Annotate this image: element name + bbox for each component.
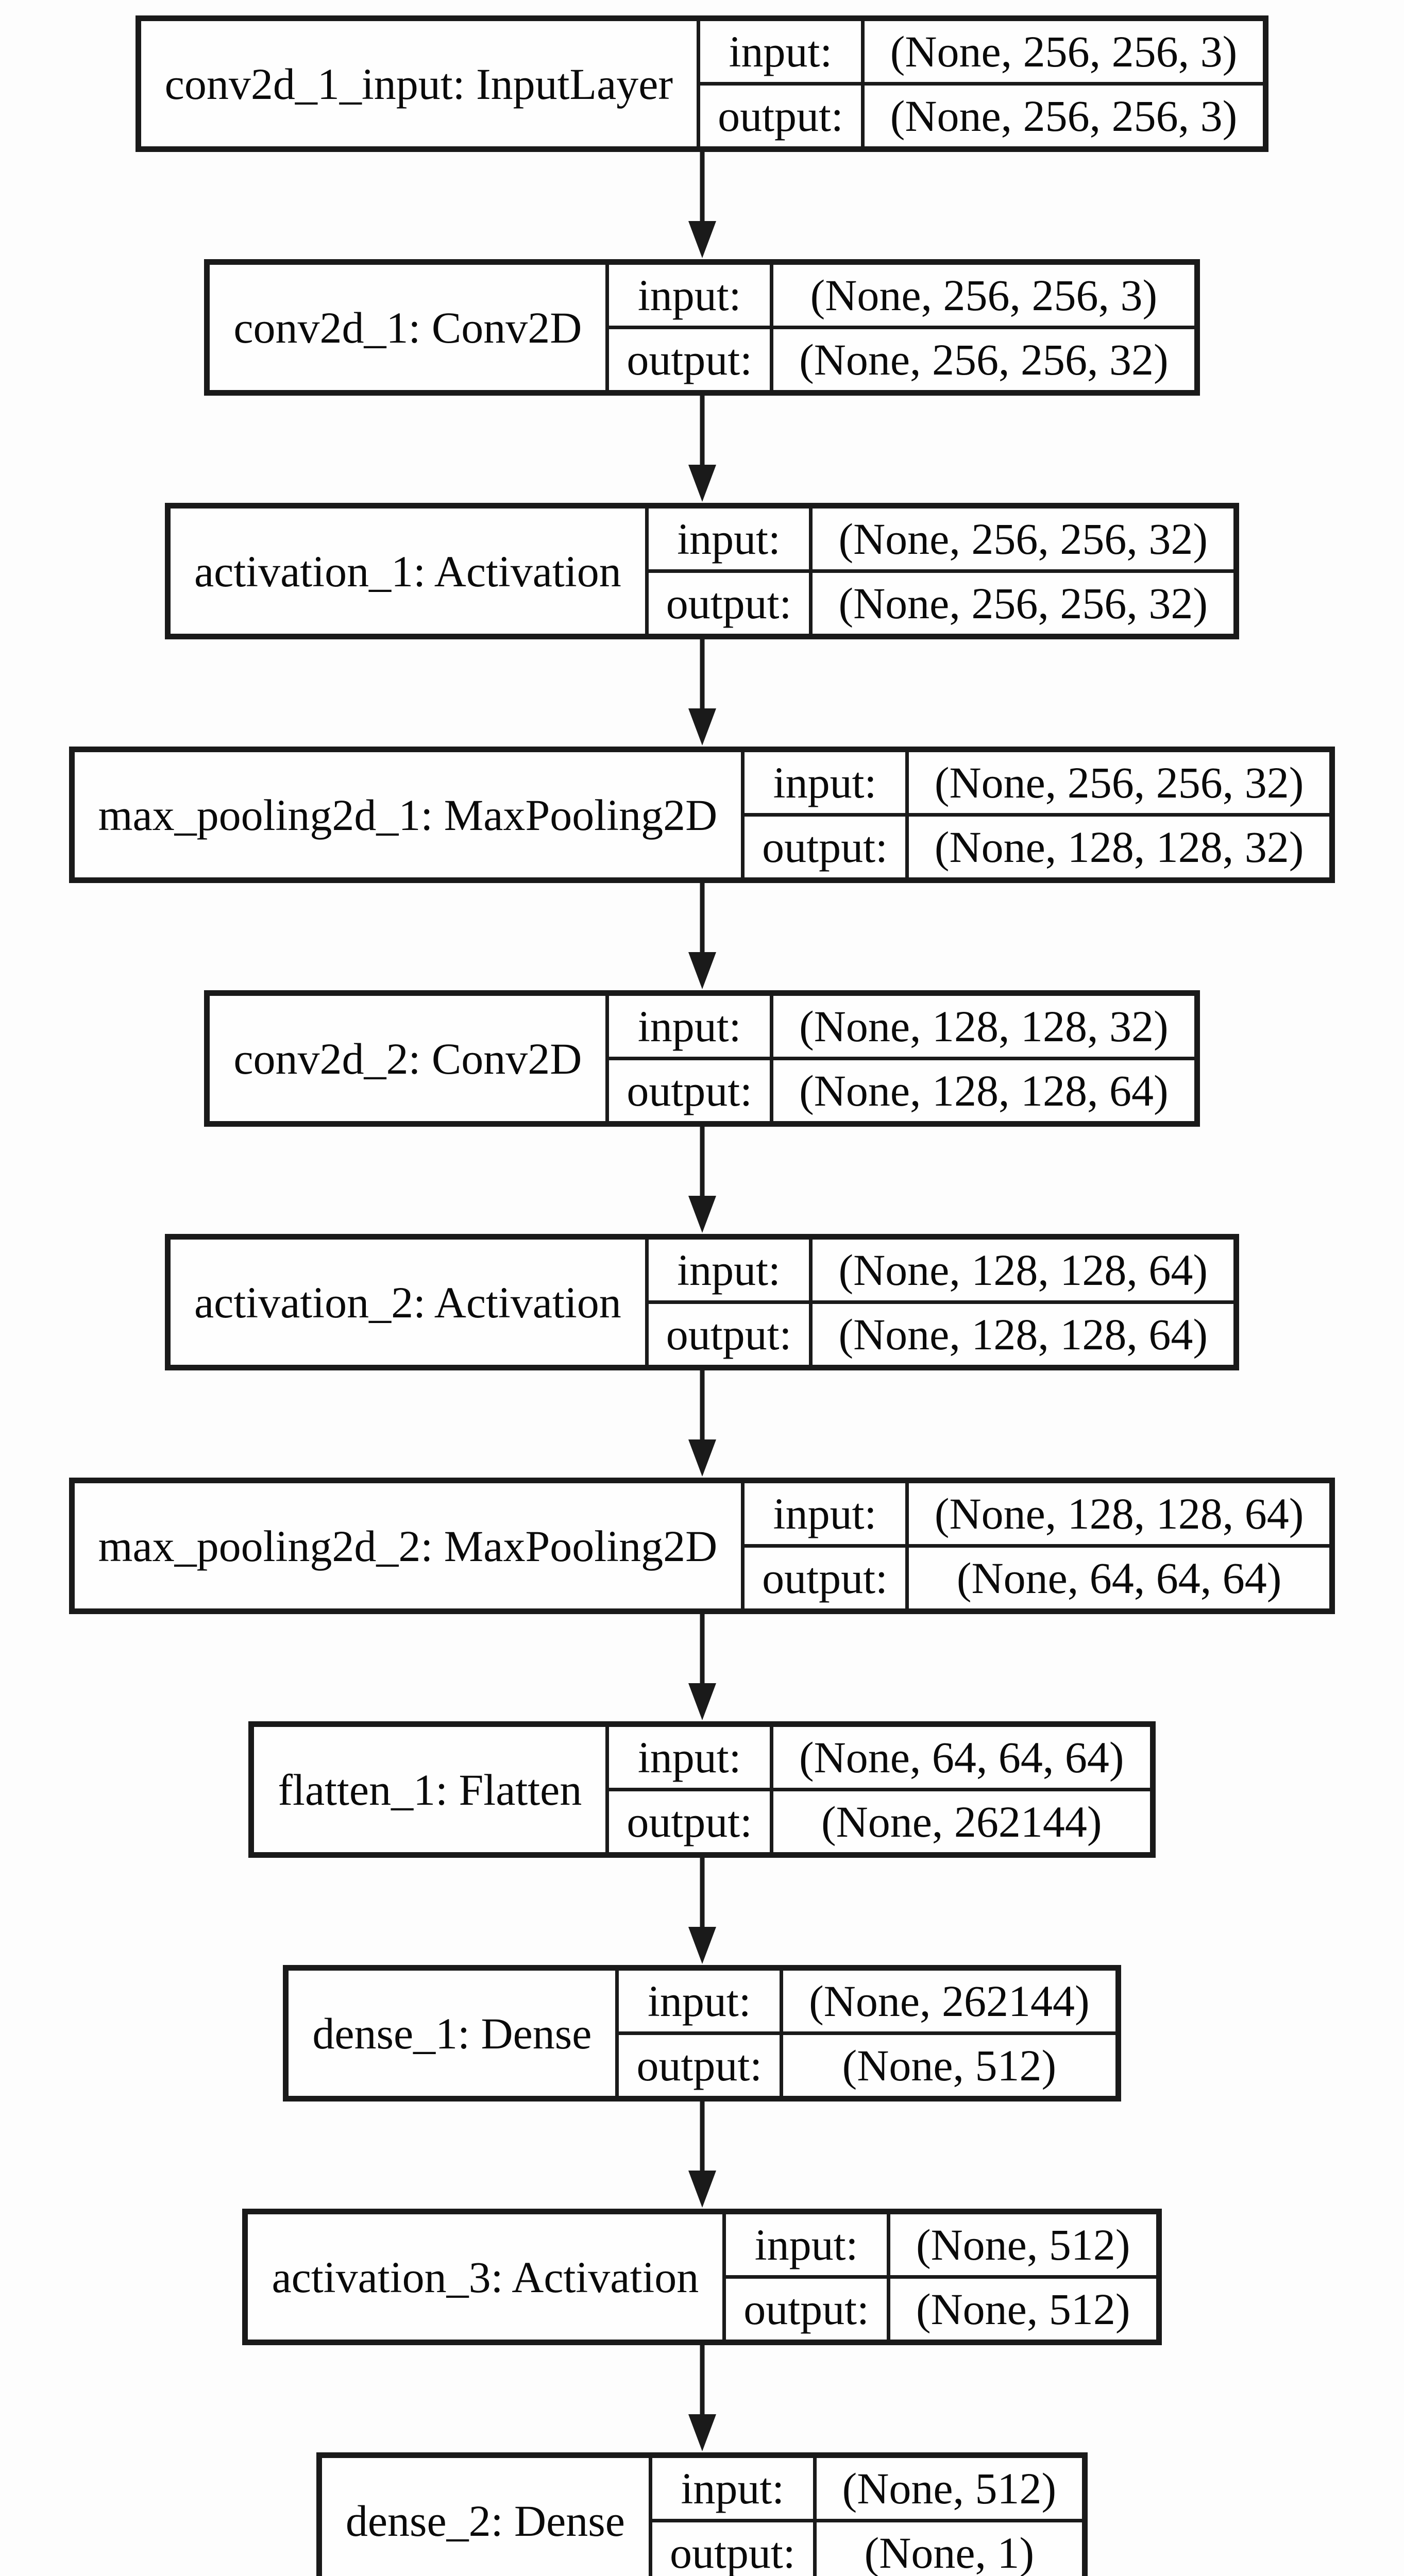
layer-input-row: activation_1: Activation input: (None, 2… bbox=[165, 504, 1238, 638]
output-shape: (None, 128, 128, 64) bbox=[770, 1057, 1199, 1126]
layer-name: conv2d_2: Conv2D bbox=[205, 991, 610, 1126]
flow-arrow-icon bbox=[688, 2102, 716, 2208]
layer-node: conv2d_1: Conv2D input: (None, 256, 256,… bbox=[204, 259, 1200, 396]
layer-node: activation_2: Activation input: (None, 1… bbox=[164, 1234, 1239, 1370]
layer-input-row: conv2d_1_input: InputLayer input: (None,… bbox=[136, 16, 1268, 151]
layer-output-row: output: (None, 1) bbox=[319, 2519, 1087, 2576]
input-label: input: bbox=[722, 2210, 890, 2279]
layer-input-row: activation_2: Activation input: (None, 1… bbox=[165, 1235, 1238, 1369]
output-label: output: bbox=[615, 2031, 784, 2100]
input-shape: (None, 128, 128, 64) bbox=[905, 1479, 1334, 1548]
layer-node: activation_1: Activation input: (None, 2… bbox=[164, 503, 1239, 639]
flow-arrow-icon bbox=[688, 1370, 716, 1477]
layer-output-row: output: (None, 128, 128, 64) bbox=[207, 1057, 1199, 1126]
output-shape: (None, 512) bbox=[780, 2031, 1120, 2100]
input-shape: (None, 128, 128, 32) bbox=[770, 991, 1199, 1060]
layer-input-row: max_pooling2d_2: MaxPooling2D input: (No… bbox=[70, 1479, 1334, 1613]
layer-name: dense_1: Dense bbox=[284, 1966, 619, 2100]
layer-output-row: output: (None, 128, 128, 32) bbox=[72, 813, 1334, 882]
layer-name: conv2d_1: Conv2D bbox=[205, 260, 610, 395]
output-label: output: bbox=[645, 569, 813, 638]
input-label: input: bbox=[605, 991, 774, 1060]
layer-output-row: output: (None, 262144) bbox=[251, 1788, 1155, 1857]
layer-output-row: output: (None, 256, 256, 3) bbox=[138, 82, 1268, 151]
layer-node: max_pooling2d_1: MaxPooling2D input: (No… bbox=[69, 747, 1335, 883]
layer-name: max_pooling2d_2: MaxPooling2D bbox=[70, 1479, 745, 1613]
flow-arrow-icon bbox=[688, 2345, 716, 2451]
flow-arrow-icon bbox=[688, 152, 716, 258]
flow-arrow-icon bbox=[688, 639, 716, 745]
output-shape: (None, 1) bbox=[813, 2519, 1087, 2576]
layer-output-row: output: (None, 512) bbox=[286, 2031, 1120, 2100]
output-shape: (None, 262144) bbox=[770, 1788, 1155, 1857]
layer-name: dense_2: Dense bbox=[317, 2453, 652, 2576]
output-shape: (None, 256, 256, 3) bbox=[860, 82, 1268, 151]
output-shape: (None, 128, 128, 32) bbox=[905, 813, 1334, 882]
layer-input-row: dense_1: Dense input: (None, 262144) bbox=[284, 1966, 1120, 2100]
output-label: output: bbox=[605, 1788, 774, 1857]
layer-name: conv2d_1_input: InputLayer bbox=[136, 16, 701, 151]
input-label: input: bbox=[645, 1235, 813, 1304]
input-label: input: bbox=[741, 1479, 909, 1548]
layer-name: flatten_1: Flatten bbox=[249, 1722, 610, 1857]
input-shape: (None, 512) bbox=[886, 2210, 1161, 2279]
input-label: input: bbox=[648, 2453, 817, 2522]
output-shape: (None, 256, 256, 32) bbox=[809, 569, 1238, 638]
input-label: input: bbox=[615, 1966, 784, 2035]
layer-input-row: max_pooling2d_1: MaxPooling2D input: (No… bbox=[70, 748, 1334, 882]
flow-arrow-icon bbox=[688, 883, 716, 989]
layer-node: max_pooling2d_2: MaxPooling2D input: (No… bbox=[69, 1478, 1335, 1614]
flow-arrow-icon bbox=[688, 1614, 716, 1720]
layer-input-row: conv2d_2: Conv2D input: (None, 128, 128,… bbox=[205, 991, 1199, 1126]
layer-output-row: output: (None, 512) bbox=[245, 2275, 1161, 2344]
input-shape: (None, 262144) bbox=[780, 1966, 1120, 2035]
layer-output-row: output: (None, 64, 64, 64) bbox=[72, 1544, 1334, 1613]
layer-name: max_pooling2d_1: MaxPooling2D bbox=[70, 748, 745, 882]
output-label: output: bbox=[648, 2519, 817, 2576]
layer-node: conv2d_2: Conv2D input: (None, 128, 128,… bbox=[204, 990, 1200, 1127]
output-label: output: bbox=[741, 1544, 909, 1613]
output-shape: (None, 128, 128, 64) bbox=[809, 1300, 1238, 1369]
input-shape: (None, 256, 256, 3) bbox=[770, 260, 1199, 329]
layer-input-row: dense_2: Dense input: (None, 512) bbox=[317, 2453, 1087, 2576]
output-label: output: bbox=[605, 1057, 774, 1126]
layer-node: activation_3: Activation input: (None, 5… bbox=[242, 2209, 1162, 2345]
input-shape: (None, 128, 128, 64) bbox=[809, 1235, 1238, 1304]
layer-node: dense_1: Dense input: (None, 262144) out… bbox=[283, 1965, 1121, 2102]
output-shape: (None, 256, 256, 32) bbox=[770, 326, 1199, 395]
input-shape: (None, 256, 256, 3) bbox=[860, 16, 1268, 86]
output-label: output: bbox=[722, 2275, 890, 2344]
layer-node: conv2d_1_input: InputLayer input: (None,… bbox=[135, 15, 1269, 152]
layer-name: activation_2: Activation bbox=[165, 1235, 649, 1369]
flow-arrow-icon bbox=[688, 1858, 716, 1964]
output-label: output: bbox=[645, 1300, 813, 1369]
output-shape: (None, 512) bbox=[886, 2275, 1161, 2344]
layer-input-row: flatten_1: Flatten input: (None, 64, 64,… bbox=[249, 1722, 1155, 1857]
flow-arrow-icon bbox=[688, 396, 716, 502]
input-shape: (None, 256, 256, 32) bbox=[905, 748, 1334, 817]
input-label: input: bbox=[697, 16, 865, 86]
output-shape: (None, 64, 64, 64) bbox=[905, 1544, 1334, 1613]
input-shape: (None, 256, 256, 32) bbox=[809, 504, 1238, 573]
output-label: output: bbox=[605, 326, 774, 395]
layer-name: activation_1: Activation bbox=[165, 504, 649, 638]
layer-output-row: output: (None, 256, 256, 32) bbox=[167, 569, 1238, 638]
layer-input-row: conv2d_1: Conv2D input: (None, 256, 256,… bbox=[205, 260, 1199, 395]
layer-node: flatten_1: Flatten input: (None, 64, 64,… bbox=[248, 1721, 1156, 1858]
input-shape: (None, 512) bbox=[813, 2453, 1087, 2522]
flow-arrow-icon bbox=[688, 1127, 716, 1233]
output-label: output: bbox=[741, 813, 909, 882]
layer-output-row: output: (None, 128, 128, 64) bbox=[167, 1300, 1238, 1369]
output-label: output: bbox=[697, 82, 865, 151]
input-label: input: bbox=[605, 260, 774, 329]
layer-input-row: activation_3: Activation input: (None, 5… bbox=[243, 2210, 1161, 2344]
layer-output-row: output: (None, 256, 256, 32) bbox=[207, 326, 1199, 395]
layer-name: activation_3: Activation bbox=[243, 2210, 726, 2344]
input-label: input: bbox=[741, 748, 909, 817]
input-label: input: bbox=[605, 1722, 774, 1791]
layer-node: dense_2: Dense input: (None, 512) output… bbox=[316, 2452, 1088, 2576]
input-label: input: bbox=[645, 504, 813, 573]
input-shape: (None, 64, 64, 64) bbox=[770, 1722, 1155, 1791]
